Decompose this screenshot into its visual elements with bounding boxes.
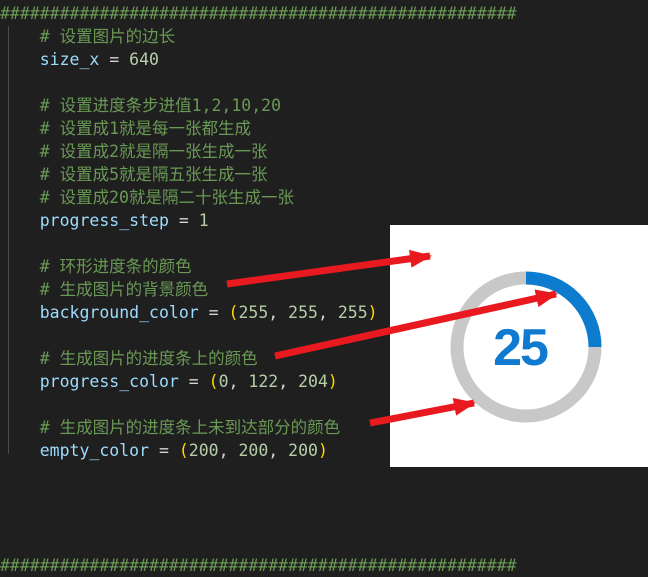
code-token: ): [327, 372, 338, 391]
code-line: # 生成图片的背景颜色: [0, 278, 648, 301]
code-token: background_color: [39, 303, 199, 322]
code-token: 122: [248, 372, 279, 391]
code-token: [0, 303, 40, 322]
code-token: progress_step: [39, 211, 169, 230]
code-line: [0, 71, 648, 94]
code-line: progress_color = (0, 122, 204): [0, 370, 648, 393]
code-line: empty_color = (200, 200, 200): [0, 439, 648, 462]
code-line: # 设置成5就是隔五张生成一张: [0, 163, 648, 186]
code-line: [0, 531, 648, 554]
code-token: [0, 441, 40, 460]
code-token: # 设置成20就是隔二十张生成一张: [0, 188, 294, 207]
code-token: # 设置进度条步进值1,2,10,20: [0, 96, 282, 115]
code-line: # 设置成2就是隔一张生成一张: [0, 140, 648, 163]
code-token: [0, 211, 40, 230]
code-token: ,: [228, 372, 249, 391]
code-line: # 设置成20就是隔二十张生成一张: [0, 186, 648, 209]
code-token: ): [317, 441, 328, 460]
code-token: ): [367, 303, 378, 322]
code-token: (: [208, 372, 219, 391]
code-token: 1: [198, 211, 209, 230]
code-token: ,: [218, 441, 239, 460]
progress-value-label: 25: [493, 319, 549, 377]
code-token: size_x: [39, 50, 100, 69]
code-line: # 生成图片的进度条上的颜色: [0, 347, 648, 370]
code-token: =: [99, 50, 130, 69]
progress-ring-progress-arc: [525, 271, 602, 348]
code-token: # 环形进度条的颜色: [0, 257, 192, 276]
code-line: # 设置进度条步进值1,2,10,20: [0, 94, 648, 117]
code-token: 0: [218, 372, 229, 391]
code-token: ,: [268, 441, 289, 460]
code-token: # 设置成5就是隔五张生成一张: [0, 165, 268, 184]
code-token: 200: [238, 441, 269, 460]
code-line: [0, 485, 648, 508]
code-token: empty_color: [39, 441, 150, 460]
code-line: # 生成图片的进度条上未到达部分的颜色: [0, 416, 648, 439]
code-token: # 生成图片的进度条上未到达部分的颜色: [0, 418, 341, 437]
code-token: # 设置成1就是每一张都生成: [0, 119, 252, 138]
code-line: # 设置图片的边长: [0, 25, 648, 48]
code-token: =: [149, 441, 179, 460]
code-line: ########################################…: [0, 554, 648, 577]
code-token: # 生成图片的进度条上的颜色: [0, 349, 258, 368]
code-token: 640: [129, 50, 159, 69]
code-line: size_x = 640: [0, 48, 648, 71]
code-token: =: [168, 211, 199, 230]
code-token: 255: [337, 303, 368, 322]
code-token: (: [178, 441, 189, 460]
code-line: progress_step = 1: [0, 209, 648, 232]
code-token: 204: [298, 372, 328, 391]
code-token: # 设置图片的边长: [0, 27, 176, 46]
code-token: [0, 50, 40, 69]
code-line: # 环形进度条的颜色: [0, 255, 648, 278]
progress-ring-image: 25: [390, 225, 648, 467]
code-token: (: [228, 303, 239, 322]
code-token: ,: [268, 303, 289, 322]
code-token: progress_color: [39, 372, 179, 391]
code-token: 200: [188, 441, 219, 460]
code-token: =: [198, 303, 229, 322]
code-line: # 设置成1就是每一张都生成: [0, 117, 648, 140]
code-token: 200: [288, 441, 318, 460]
code-token: [0, 372, 40, 391]
code-token: ,: [278, 372, 299, 391]
code-token: ,: [317, 303, 338, 322]
code-token: ########################################…: [0, 4, 517, 23]
code-token: 255: [288, 303, 318, 322]
indent-guide-line: [8, 26, 9, 454]
code-token: ########################################…: [0, 556, 517, 575]
code-token: =: [178, 372, 209, 391]
code-line: ########################################…: [0, 2, 648, 25]
code-line: [0, 508, 648, 531]
code-token: # 生成图片的背景颜色: [0, 280, 209, 299]
code-token: 255: [238, 303, 269, 322]
code-token: # 设置成2就是隔一张生成一张: [0, 142, 268, 161]
